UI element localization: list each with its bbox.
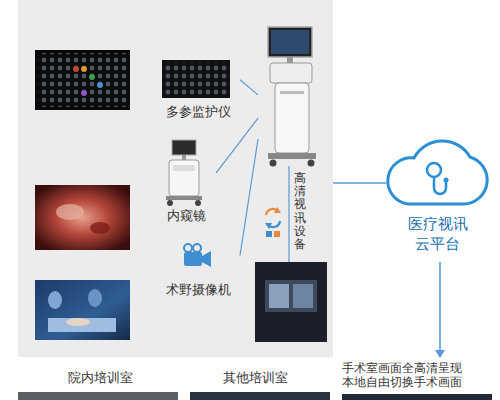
room-label: 院内培训室 bbox=[68, 370, 133, 386]
room-label: 其他培训室 bbox=[223, 370, 288, 386]
cloud-down-arrow bbox=[435, 262, 445, 358]
endoscope-cart bbox=[156, 138, 212, 208]
monitor-thumbnail bbox=[156, 56, 236, 102]
endoscope-image bbox=[35, 185, 130, 250]
display-screen-photo bbox=[255, 262, 327, 342]
video-equipment: 高清视讯设备 bbox=[258, 25, 328, 258]
surgery-photo bbox=[35, 280, 130, 340]
monitor-device: 多参监护仪 bbox=[156, 56, 240, 124]
training-room-photo bbox=[18, 392, 178, 400]
device-panel bbox=[18, 0, 333, 357]
device-label: 内窥镜 bbox=[156, 208, 216, 224]
cart-to-screen-line bbox=[288, 166, 289, 262]
training-room-photo bbox=[190, 392, 330, 400]
connector-line bbox=[216, 118, 258, 173]
camera-device: 术野摄像机 bbox=[156, 240, 240, 302]
camera-icon bbox=[156, 240, 236, 278]
connector-line bbox=[240, 139, 258, 255]
device-label: 多参监护仪 bbox=[156, 104, 240, 120]
cloud-icon bbox=[378, 138, 493, 210]
note-text: 手术室画面全高清呈现 本地自由切换手术画面 bbox=[342, 361, 468, 389]
sync-icon bbox=[265, 207, 281, 237]
cloud-label: 医疗视讯云平台 bbox=[378, 214, 497, 254]
cloud-platform: 医疗视讯云平台 bbox=[378, 138, 497, 258]
monitor-screenshot bbox=[35, 50, 130, 110]
video-workstation-cart bbox=[258, 25, 328, 258]
panel-to-cloud-line bbox=[333, 182, 386, 184]
operating-room-photo bbox=[342, 394, 492, 400]
connector-line bbox=[240, 80, 258, 95]
endoscope-device: 内窥镜 bbox=[156, 138, 216, 226]
device-label: 术野摄像机 bbox=[156, 282, 240, 298]
vertical-label: 高清视讯设备 bbox=[294, 172, 306, 251]
